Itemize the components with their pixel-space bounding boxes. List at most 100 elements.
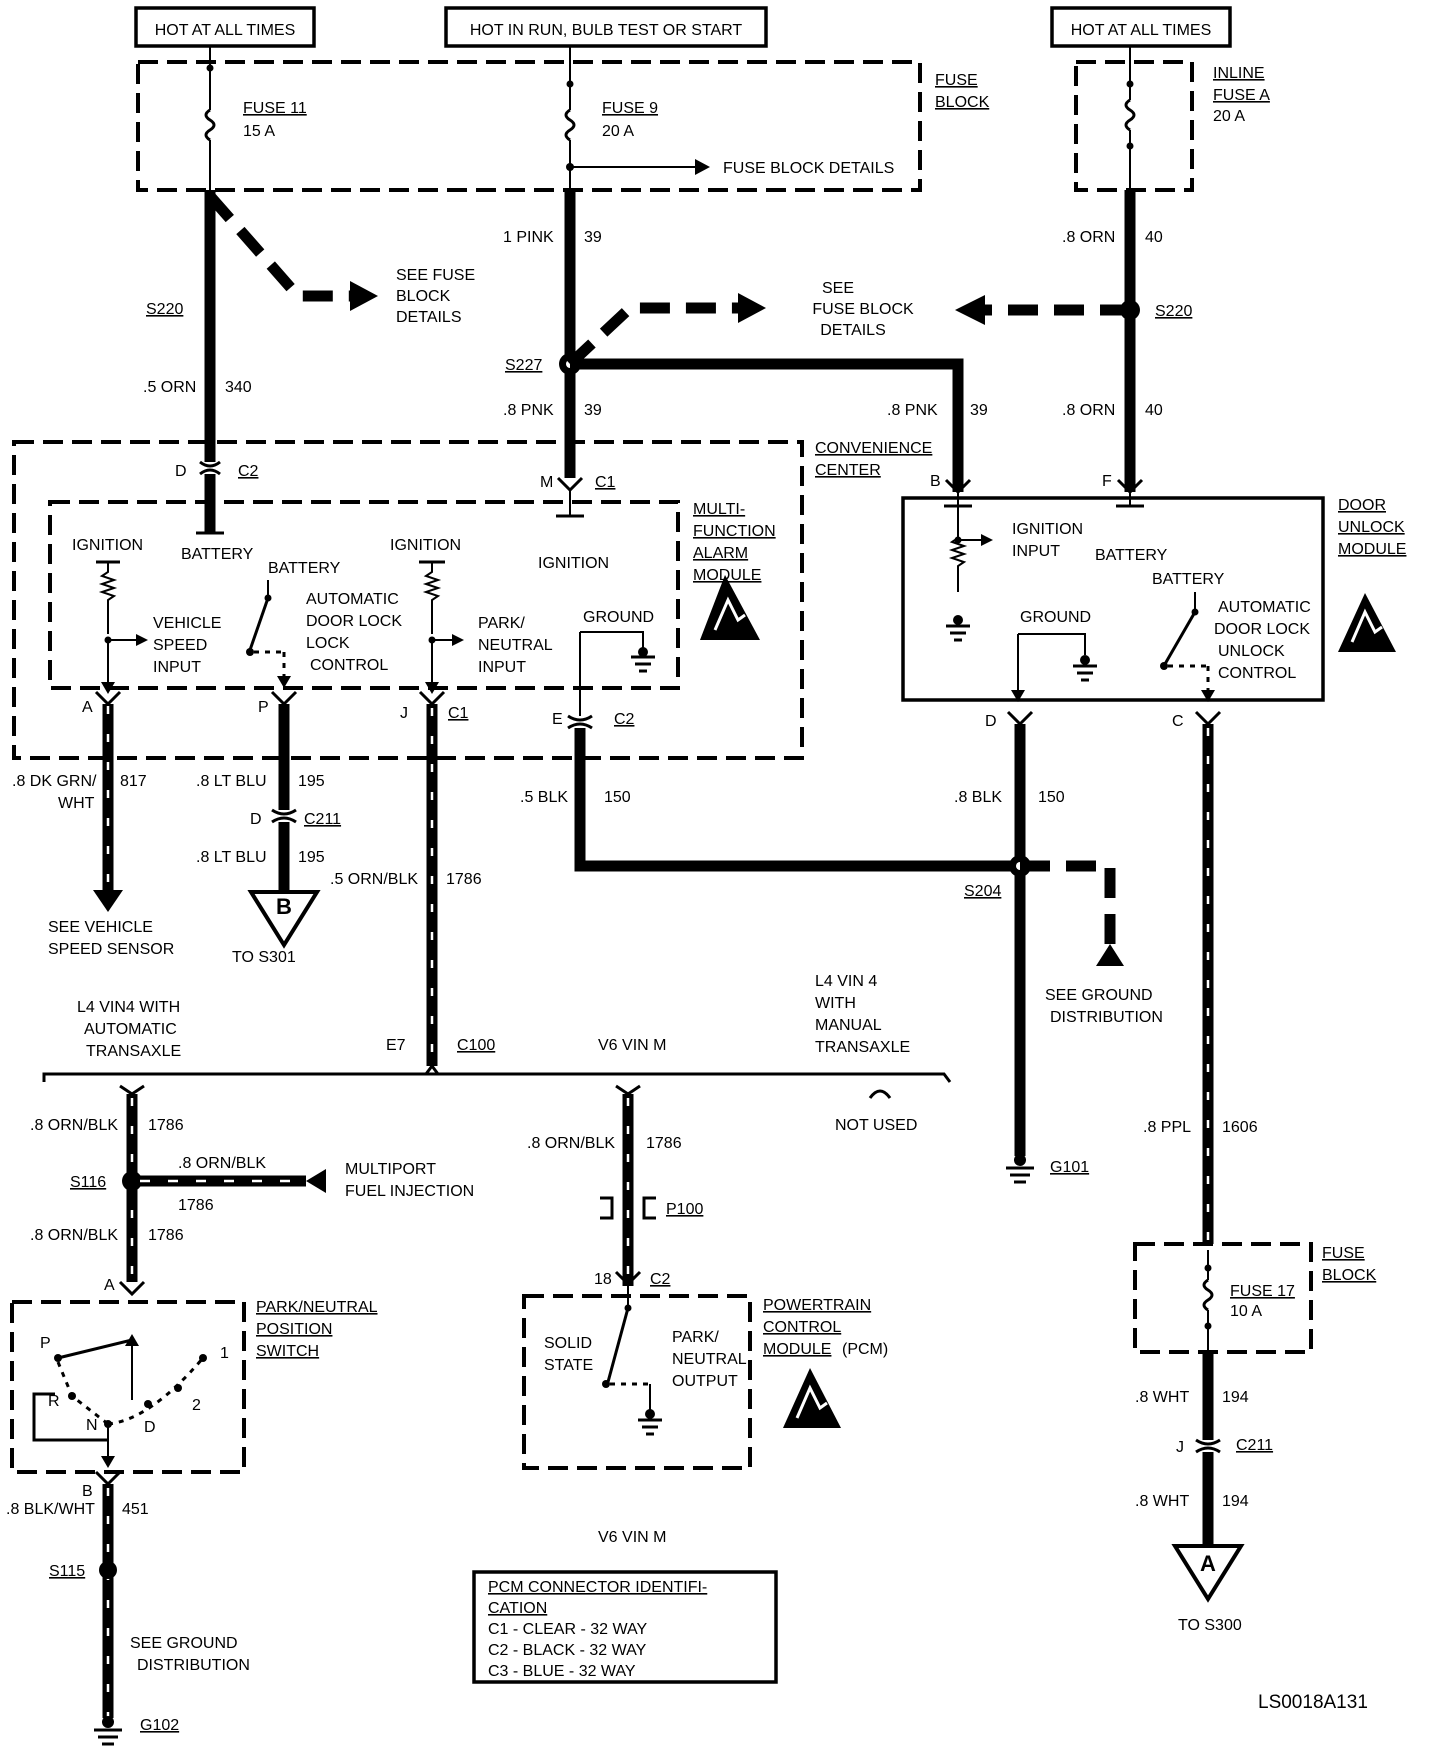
diagram-label: 195 (298, 773, 325, 790)
diagram-label: .5 BLK (520, 789, 568, 806)
diagram-label: R (48, 1393, 60, 1410)
diagram-label: HOT IN RUN, BULB TEST OR START (470, 22, 743, 39)
wire-to-ground-dist (1020, 860, 1116, 950)
diagram-label: .8 ORN/BLK (178, 1155, 266, 1172)
diagram-label: BATTERY (268, 560, 341, 577)
diagram-label: S116 (70, 1174, 106, 1191)
diagram-label: 39 (970, 402, 988, 419)
diagram-label: AUTOMATIC (306, 591, 399, 608)
diagram-label: S204 (964, 883, 1001, 900)
diagram-label: DISTRIBUTION (1050, 1009, 1163, 1026)
convenience-center (12, 440, 804, 760)
diagram-label: C1 - CLEAR - 32 WAY (488, 1621, 647, 1638)
ground-g102 (102, 1716, 114, 1728)
diagram-label: J (400, 705, 408, 722)
diagram-label: PARK/ (478, 615, 525, 632)
diagram-label: 194 (1222, 1389, 1249, 1406)
diagram-label: B (82, 1483, 93, 1500)
diagram-label: S227 (505, 357, 542, 374)
diagram-label: POSITION (256, 1321, 332, 1338)
diagram-label: 1786 (148, 1227, 184, 1244)
variant-bus (42, 1072, 952, 1083)
diagram-label: S115 (49, 1563, 85, 1580)
diagram-label: MODULE (1338, 541, 1406, 558)
diagram-label: HOT AT ALL TIMES (1071, 22, 1212, 39)
diagram-label: B (930, 473, 941, 490)
diagram-label: GROUND (583, 609, 654, 626)
diagram-label: 40 (1145, 402, 1163, 419)
diagram-label: C100 (457, 1037, 495, 1054)
diagram-label: BATTERY (1152, 571, 1225, 588)
wire-to-fuse-details-left (205, 192, 355, 302)
diagram-label: PARK/ (672, 1329, 719, 1346)
diagram-label: MANUAL (815, 1017, 882, 1034)
diagram-label: SPEED SENSOR (48, 941, 174, 958)
diagram-label: POWERTRAIN (763, 1297, 871, 1314)
diagram-label: 1 (220, 1345, 229, 1362)
powertrain-control-module (522, 1294, 752, 1470)
diagram-label: C2 - BLACK - 32 WAY (488, 1642, 647, 1659)
diagram-label: SEE (822, 280, 854, 297)
fuse-block-label: FUSE (935, 72, 978, 89)
diagram-label: J (1176, 1439, 1184, 1456)
diagram-label: L4 VIN 4 (815, 973, 877, 990)
diagram-label: C1 (595, 474, 616, 491)
diagram-label: VEHICLE (153, 615, 221, 632)
diagram-label: A (104, 1277, 115, 1294)
diagram-label: G102 (140, 1717, 179, 1734)
diagram-label: N (86, 1417, 98, 1434)
diagram-label: 150 (1038, 789, 1065, 806)
diagram-label: 15 A (243, 123, 275, 140)
diagram-label: .8 ORN/BLK (30, 1227, 118, 1244)
diagram-label: .8 PNK (503, 402, 554, 419)
diagram-label: .8 WHT (1135, 1389, 1189, 1406)
diagram-label: E7 (386, 1037, 406, 1054)
esd-warning-icon-3 (783, 1368, 841, 1428)
diagram-label: CATION (488, 1600, 547, 1617)
diagram-label: CONTROL (310, 657, 388, 674)
diagram-label: .8 DK GRN/ (12, 773, 97, 790)
diagram-label: 1786 (178, 1197, 214, 1214)
diagram-label: SOLID (544, 1335, 592, 1352)
diagram-label: NOT USED (835, 1117, 917, 1134)
diagram-label: PARK/NEUTRAL (256, 1299, 378, 1316)
wire-39-dum (570, 358, 964, 492)
diagram-label: .8 PPL (1143, 1119, 1191, 1136)
fuse-block-lower (1133, 1242, 1313, 1354)
diagram-label: DISTRIBUTION (137, 1657, 250, 1674)
diagram-label: SWITCH (256, 1343, 319, 1360)
diagram-label: 40 (1145, 229, 1163, 246)
diagram-label: 451 (122, 1501, 149, 1518)
diagram-label: C1 (448, 705, 469, 722)
diagram-label: 10 A (1230, 1303, 1262, 1320)
diagram-label: SEE FUSE (396, 267, 475, 284)
diagram-label: D (250, 811, 262, 828)
diagram-label: 39 (584, 402, 602, 419)
fuse-9: FUSE 9 20 A FUSE BLOCK DETAILS (564, 68, 894, 190)
diagram-label: .8 LT BLU (196, 773, 267, 790)
diagram-label: MULTIPORT (345, 1161, 436, 1178)
diagram-label: DOOR LOCK (1214, 621, 1310, 638)
diagram-label: 2 (192, 1397, 201, 1414)
diagram-label: C3 - BLUE - 32 WAY (488, 1663, 636, 1680)
diagram-label: FUSE 17 (1230, 1283, 1295, 1300)
diagram-label: 18 (594, 1271, 612, 1288)
diagram-label: 20 A (602, 123, 634, 140)
diagram-label: OUTPUT (672, 1373, 738, 1390)
wire-to-fuse-details-center (566, 302, 740, 369)
diagram-label: GROUND (1020, 609, 1091, 626)
diagram-label: SEE GROUND (130, 1635, 238, 1652)
diagram-label: 1786 (646, 1135, 682, 1152)
diagram-label: C2 (614, 711, 635, 728)
diagram-label: (PCM) (842, 1341, 888, 1358)
diagram-label: TO S300 (1178, 1617, 1242, 1634)
diagram-label: BATTERY (1095, 547, 1168, 564)
diagram-label: D (144, 1419, 156, 1436)
diagram-label: .8 BLK (954, 789, 1002, 806)
diagram-label: FUSE 11 (243, 100, 307, 117)
diagram-label: ALARM (693, 545, 748, 562)
diagram-label: WITH (815, 995, 856, 1012)
diagram-label: FUNCTION (693, 523, 776, 540)
